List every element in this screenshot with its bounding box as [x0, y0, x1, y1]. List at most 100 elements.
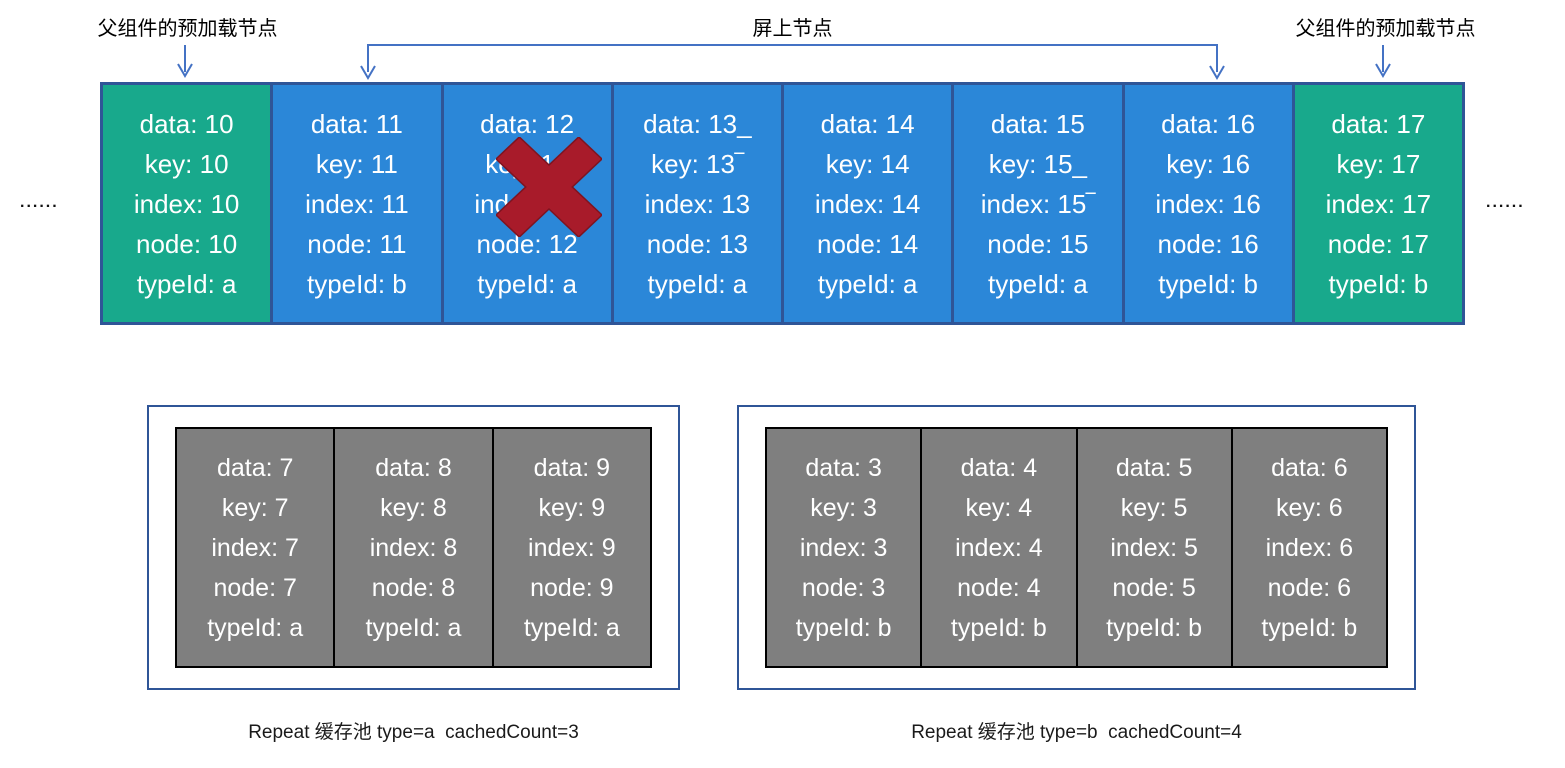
- cache-field: typeId: b: [950, 613, 1047, 642]
- node-field: typeId: a: [817, 268, 918, 299]
- node-card-data17: data: 17 key: 17 index: 17 node: 17 type…: [1291, 82, 1465, 325]
- node-field: key: 13‾: [651, 148, 744, 179]
- node-field: typeId: b: [1328, 268, 1429, 299]
- cache-field: index: 9: [528, 533, 616, 562]
- cache-field: typeId: b: [795, 613, 892, 642]
- node-card-data15: data: 15 key: 15_ index: 15‾ node: 15 ty…: [951, 82, 1125, 325]
- cache-card-data4: data: 4 key: 4 index: 4 node: 4 typeId: …: [920, 427, 1078, 668]
- node-field: data: 12: [480, 108, 575, 139]
- cache-field: index: 6: [1265, 533, 1354, 562]
- node-card-data10: data: 10 key: 10 index: 10 node: 10 type…: [100, 82, 274, 325]
- cache-field: index: 5: [1110, 533, 1198, 562]
- cache-field: data: 5: [1115, 453, 1193, 482]
- cache-field: data: 9: [533, 453, 611, 482]
- node-field: typeId: a: [988, 268, 1088, 299]
- node-field: key: 11: [315, 148, 398, 179]
- node-field: node: 10: [136, 228, 238, 259]
- onscreen-label: 屏上节点: [752, 18, 833, 40]
- node-field: node: 12: [476, 228, 578, 259]
- cache-card-data3: data: 3 key: 3 index: 3 node: 3 typeId: …: [765, 427, 923, 668]
- node-field: key: 10: [144, 148, 229, 179]
- cache-field: node: 6: [1267, 573, 1352, 602]
- node-field: node: 15: [987, 228, 1089, 259]
- cache-field: key: 9: [538, 493, 606, 522]
- node-card-data16: data: 16 key: 16 index: 16 node: 16 type…: [1121, 82, 1295, 325]
- node-field: index: 10: [133, 188, 240, 219]
- cache-field: node: 4: [957, 573, 1041, 602]
- cache-pool-a: data: 7 key: 7 index: 7 node: 7 typeId: …: [147, 405, 680, 690]
- node-field: index: 17: [1325, 188, 1432, 219]
- cache-pool-b-caption: Repeat 缓存池 type=b cachedCount=4: [911, 722, 1242, 743]
- node-field: typeId: a: [477, 268, 577, 299]
- cache-field: data: 6: [1271, 453, 1348, 482]
- cache-field: index: 3: [799, 533, 888, 562]
- node-field: key: 16: [1166, 148, 1251, 179]
- preload-label-right: 父组件的预加载节点: [1295, 18, 1476, 40]
- cache-field: key: 5: [1120, 493, 1188, 522]
- node-field: index: 16: [1155, 188, 1261, 219]
- node-field: key: 14: [825, 148, 910, 179]
- cache-pool-a-caption: Repeat 缓存池 type=a cachedCount=3: [248, 722, 579, 743]
- node-field: key: 15_: [988, 148, 1088, 179]
- cache-card-data5: data: 5 key: 5 index: 5 node: 5 typeId: …: [1075, 427, 1233, 668]
- cache-field: data: 7: [216, 453, 294, 482]
- node-field: typeId: a: [136, 268, 237, 299]
- node-field: index: 14: [814, 188, 921, 219]
- cache-field: node: 3: [801, 573, 886, 602]
- onscreen-bracket-icon: [360, 44, 1225, 80]
- node-field: data: 13_: [643, 108, 752, 139]
- cache-field: data: 3: [805, 453, 882, 482]
- cache-field: node: 8: [371, 573, 456, 602]
- cache-field: key: 8: [380, 493, 447, 522]
- node-field: data: 15: [990, 108, 1085, 139]
- node-row: data: 10 key: 10 index: 10 node: 10 type…: [100, 82, 1465, 325]
- node-field: data: 17: [1331, 108, 1426, 139]
- cache-field: node: 5: [1112, 573, 1196, 602]
- cache-field: index: 8: [369, 533, 458, 562]
- node-card-data11: data: 11 key: 11 index: 11 node: 11 type…: [270, 82, 444, 325]
- preload-down-arrow-right-icon: [1375, 45, 1391, 78]
- cache-pool-b: data: 3 key: 3 index: 3 node: 3 typeId: …: [737, 405, 1416, 690]
- cache-field: node: 7: [213, 573, 297, 602]
- cache-field: index: 4: [955, 533, 1043, 562]
- node-field: index: 11: [305, 188, 409, 219]
- cache-field: key: 6: [1276, 493, 1343, 522]
- node-card-data12-deleted: data: 12 key: 12 index: 12 node: 12 type…: [440, 82, 614, 325]
- node-field: data: 10: [139, 108, 234, 139]
- cache-field: key: 3: [810, 493, 877, 522]
- node-field: node: 11: [307, 228, 407, 259]
- node-field: index: 15‾: [980, 188, 1095, 219]
- cache-field: typeId: a: [207, 613, 304, 642]
- cache-field: data: 8: [375, 453, 452, 482]
- node-field: typeId: a: [647, 268, 748, 299]
- cache-field: key: 7: [221, 493, 289, 522]
- cache-field: data: 4: [960, 453, 1038, 482]
- deleted-cross-icon: [495, 137, 602, 237]
- ellipsis-right: ......: [1486, 194, 1525, 211]
- node-field: data: 14: [820, 108, 915, 139]
- node-field: node: 13: [646, 228, 748, 259]
- cache-field: typeId: b: [1106, 613, 1203, 642]
- node-field: node: 17: [1327, 228, 1429, 259]
- node-field: typeId: b: [307, 268, 407, 299]
- cache-card-data6: data: 6 key: 6 index: 6 node: 6 typeId: …: [1230, 427, 1388, 668]
- cache-field: typeId: b: [1261, 613, 1358, 642]
- cache-field: key: 4: [965, 493, 1033, 522]
- preload-down-arrow-left-icon: [177, 45, 193, 78]
- cache-card-data7: data: 7 key: 7 index: 7 node: 7 typeId: …: [175, 427, 336, 668]
- cache-field: typeId: a: [365, 613, 462, 642]
- node-field: node: 14: [817, 228, 919, 259]
- preload-label-left: 父组件的预加载节点: [97, 18, 278, 40]
- cache-field: node: 9: [530, 573, 614, 602]
- node-card-data14: data: 14 key: 14 index: 14 node: 14 type…: [781, 82, 955, 325]
- cache-field: index: 7: [211, 533, 299, 562]
- cache-field: typeId: a: [523, 613, 620, 642]
- node-field: data: 11: [310, 108, 403, 139]
- node-field: index: 13: [644, 188, 751, 219]
- cache-card-data9: data: 9 key: 9 index: 9 node: 9 typeId: …: [491, 427, 652, 668]
- node-field: node: 16: [1157, 228, 1259, 259]
- ellipsis-left: ......: [20, 194, 59, 211]
- node-field: data: 16: [1161, 108, 1256, 139]
- node-field: typeId: b: [1158, 268, 1258, 299]
